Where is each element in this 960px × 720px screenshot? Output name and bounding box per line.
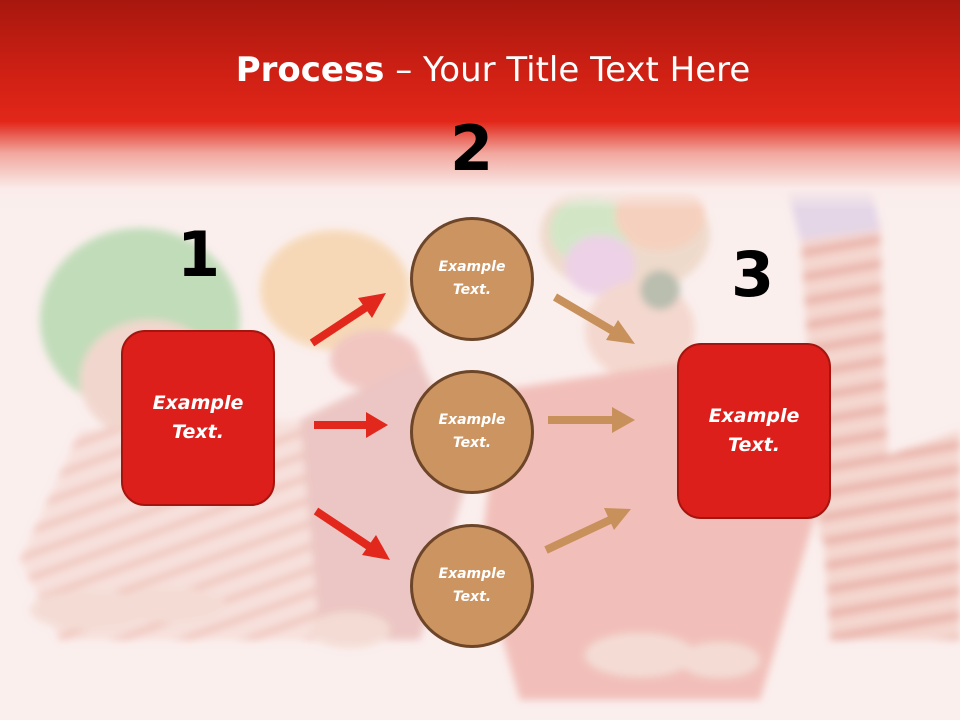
step-number-3: 3 bbox=[731, 238, 775, 311]
step-2-circle-middle[interactable]: Example Text. bbox=[410, 370, 534, 494]
slide-title: Process – Your Title Text Here bbox=[0, 50, 960, 90]
title-bold-part: Process bbox=[235, 50, 385, 90]
step-3-box-line-1: Example bbox=[708, 405, 800, 427]
step-1-box-line-2: Text. bbox=[172, 421, 224, 443]
title-rest-part: – Your Title Text Here bbox=[384, 50, 751, 90]
step-1-box-line-1: Example bbox=[152, 392, 244, 414]
step-2-circle-top[interactable]: Example Text. bbox=[410, 217, 534, 341]
step-3-box-line-2: Text. bbox=[728, 434, 780, 456]
circle-bottom-text: Example Text. bbox=[439, 563, 506, 609]
circle-bottom-line-1: Example bbox=[438, 566, 506, 582]
circle-top-line-2: Text. bbox=[452, 282, 492, 298]
header-band bbox=[0, 0, 960, 210]
step-3-box[interactable]: Example Text. bbox=[677, 343, 831, 519]
circle-top-line-1: Example bbox=[438, 259, 506, 275]
step-number-2: 2 bbox=[450, 112, 494, 185]
circle-middle-line-2: Text. bbox=[452, 435, 492, 451]
step-1-box-text: Example Text. bbox=[153, 389, 244, 447]
circle-top-text: Example Text. bbox=[439, 256, 506, 302]
step-1-box[interactable]: Example Text. bbox=[121, 330, 275, 506]
step-2-circle-bottom[interactable]: Example Text. bbox=[410, 524, 534, 648]
circle-middle-line-1: Example bbox=[438, 412, 506, 428]
circle-middle-text: Example Text. bbox=[439, 409, 506, 455]
step-3-box-text: Example Text. bbox=[709, 402, 800, 460]
step-number-1: 1 bbox=[177, 218, 221, 291]
circle-bottom-line-2: Text. bbox=[452, 589, 492, 605]
